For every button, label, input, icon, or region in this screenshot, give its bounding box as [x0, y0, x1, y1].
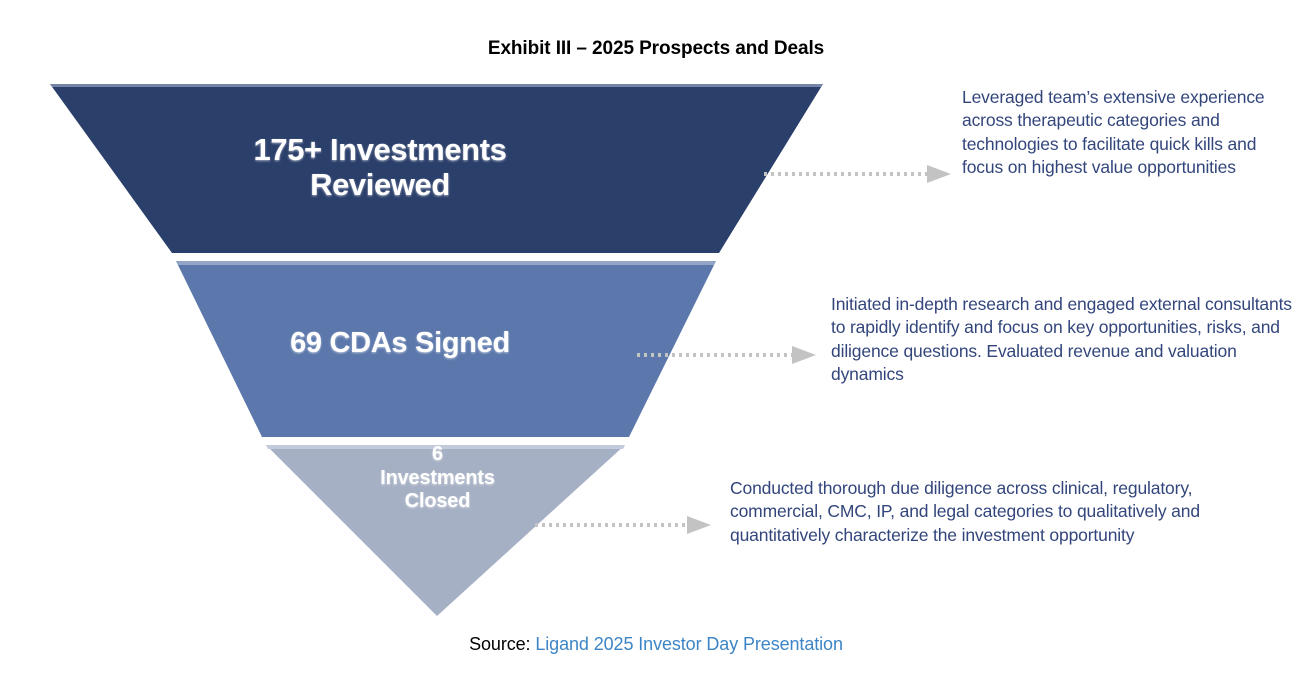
funnel-tier-3-label: 6 Investments Closed [380, 443, 495, 513]
funnel-tier-1-label: 175+ Investments Reviewed [253, 132, 507, 203]
page-title: Exhibit III – 2025 Prospects and Deals [487, 38, 825, 59]
funnel-tier-2-label: 69 CDAs Signed [290, 327, 510, 359]
connector-arrow-1 [764, 165, 951, 183]
funnel-tier-1-highlight [50, 84, 823, 87]
connector-arrow-3 [535, 516, 711, 534]
funnel-tier-2-note: Initiated in-depth research and engaged … [831, 294, 1292, 384]
source-link[interactable]: Ligand 2025 Investor Day Presentation [535, 634, 843, 654]
funnel-tier-1-note: Leveraged team’s extensive experience ac… [962, 87, 1265, 177]
source-prefix: Source: [469, 634, 531, 654]
funnel-tier-2-highlight [176, 261, 716, 265]
connector-arrow-2 [637, 346, 816, 364]
funnel-tier-3-note: Conducted thorough due diligence across … [730, 478, 1200, 545]
source-line: Source: Ligand 2025 Investor Day Present… [0, 634, 1312, 655]
